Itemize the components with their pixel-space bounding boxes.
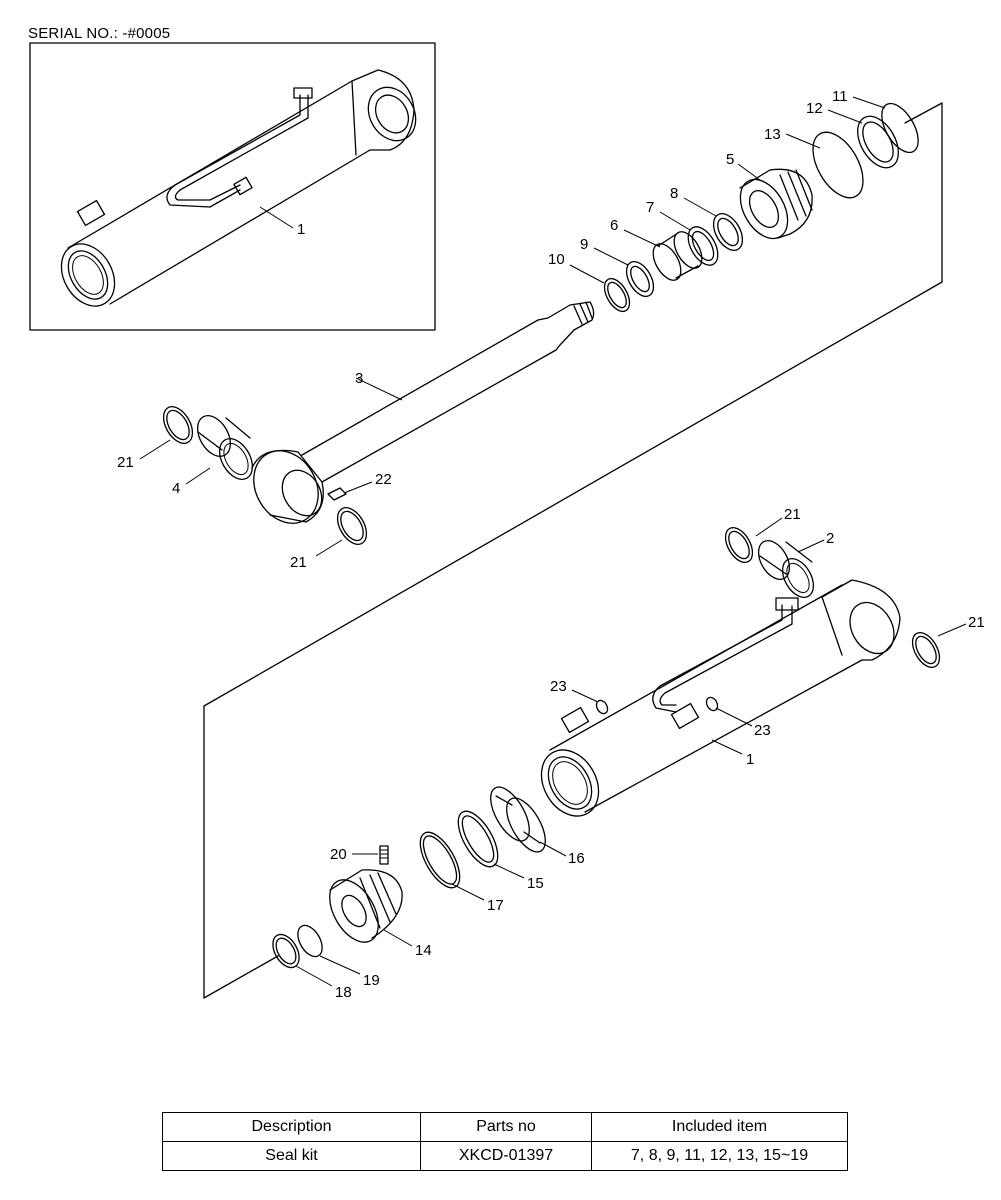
table-header-row: Description Parts no Included item [162, 1112, 848, 1142]
callout-8: 8 [670, 185, 678, 202]
cell-included-item: 7, 8, 9, 11, 12, 13, 15~19 [591, 1141, 848, 1171]
callout-21-rod: 21 [290, 554, 307, 571]
table-row: Seal kit XKCD-01397 7, 8, 9, 11, 12, 13,… [162, 1141, 848, 1171]
part-7-ring [687, 226, 719, 266]
explode-frame [203, 102, 943, 999]
callout-4: 4 [172, 480, 180, 497]
part-21-ring-left [162, 406, 194, 444]
callout-18: 18 [335, 984, 352, 1001]
part-21-ring-right [911, 632, 941, 668]
callout-15: 15 [527, 875, 544, 892]
part-23-oring-left [595, 699, 609, 715]
callout-inset-1: 1 [297, 221, 305, 238]
callout-5: 5 [726, 151, 734, 168]
header-included-item: Included item [591, 1112, 848, 1142]
callout-19: 19 [363, 972, 380, 989]
callout-22: 22 [375, 471, 392, 488]
seal-kit-table: Description Parts no Included item Seal … [162, 1112, 848, 1171]
callout-20: 20 [330, 846, 347, 863]
part-10-ring [603, 277, 631, 313]
part-12-ring [857, 115, 899, 169]
cell-description: Seal kit [162, 1141, 421, 1171]
callout-21-left: 21 [117, 454, 134, 471]
serial-number: SERIAL NO.: -#0005 [28, 25, 171, 42]
inset-box: 1 [29, 42, 436, 331]
callout-23-left: 23 [550, 678, 567, 695]
part-2-bushing [757, 540, 815, 598]
part-6-bushing [652, 231, 703, 281]
part-13-ring [812, 131, 864, 199]
header-parts-no: Parts no [420, 1112, 592, 1142]
callout-10: 10 [548, 251, 565, 268]
callout-9: 9 [580, 236, 588, 253]
part-9-ring [625, 261, 655, 297]
part-8-ring [712, 213, 744, 251]
part-5-gland [739, 168, 813, 240]
part-23-oring-right [705, 696, 719, 712]
callout-21-right: 21 [968, 614, 985, 631]
cell-parts-no: XKCD-01397 [420, 1141, 592, 1171]
callout-13: 13 [764, 126, 781, 143]
part-3-piston-rod [251, 301, 595, 524]
header-description: Description [162, 1112, 421, 1142]
callout-16: 16 [568, 850, 585, 867]
part-16-ring [490, 786, 546, 853]
callout-21-upper: 21 [784, 506, 801, 523]
callout-3: 3 [355, 370, 363, 387]
part-4-bushing [196, 415, 254, 480]
callout-14: 14 [415, 942, 432, 959]
inset-cylinder-tube [60, 69, 417, 307]
callout-11: 11 [832, 88, 848, 105]
callout-6: 6 [610, 217, 618, 234]
callout-12: 12 [806, 100, 823, 117]
callout-7: 7 [646, 199, 654, 216]
part-19-ring [297, 924, 323, 958]
part-1-cylinder-tube [540, 579, 901, 817]
callout-23-right: 23 [754, 722, 771, 739]
part-15-ring [457, 810, 499, 868]
callout-1: 1 [746, 751, 754, 768]
callout-2: 2 [826, 530, 834, 547]
part-20-set-screw [379, 845, 389, 865]
part-14-piston [329, 869, 403, 943]
part-21-ring-rod [336, 507, 368, 545]
part-17-ring [419, 831, 461, 889]
callout-17: 17 [487, 897, 504, 914]
part-21-ring-upper [724, 527, 754, 563]
part-18-ring [272, 933, 300, 969]
